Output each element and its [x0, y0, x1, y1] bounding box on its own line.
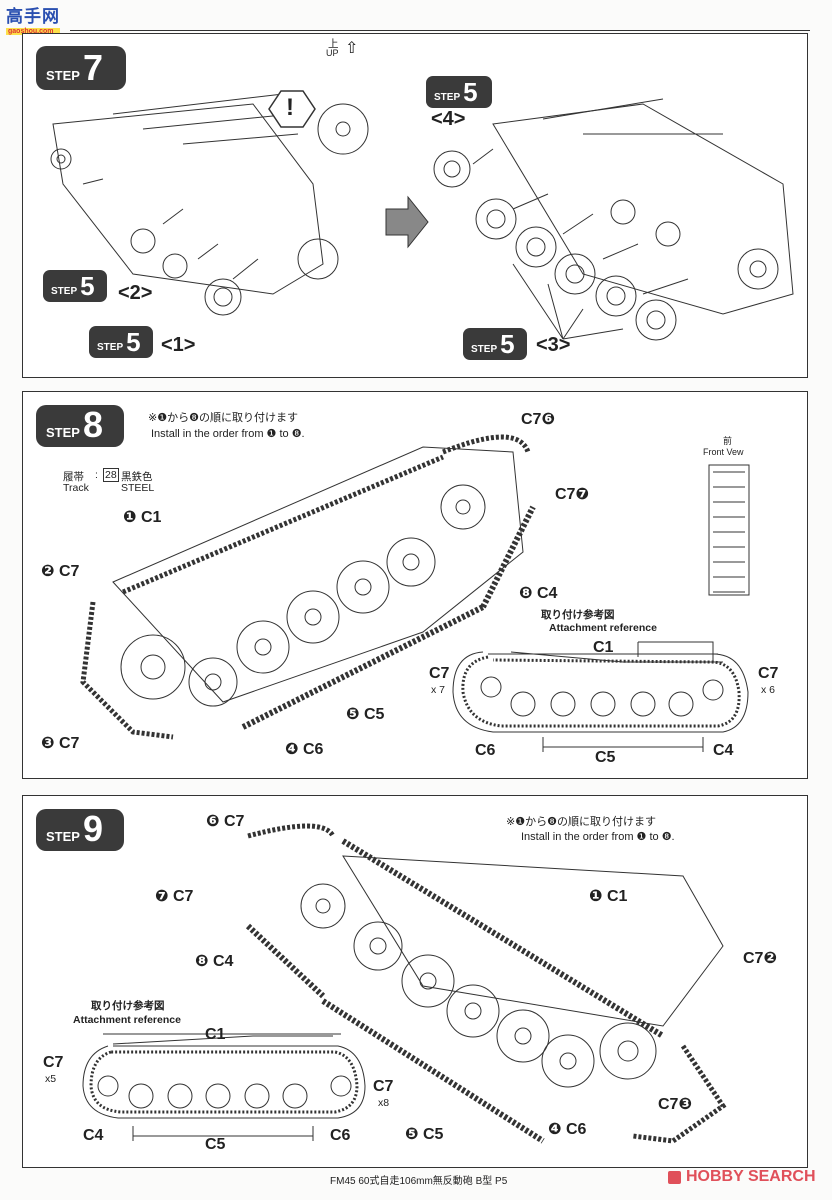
paint-part-en: Track — [63, 482, 89, 494]
callout-c7-6: ❻ C7 — [206, 813, 245, 830]
substep-badge-1: STEP 5 — [89, 326, 153, 358]
step-number: 8 — [82, 404, 103, 445]
step9-badge: STEP 9 — [36, 809, 124, 851]
step9-panel: STEP 9 ※❶から❽の順に取り付けます Install in the ord… — [22, 795, 808, 1168]
ref-c4: C4 — [713, 742, 734, 759]
step-number: 5 — [463, 77, 478, 107]
callout-c4: ❽ C4 — [519, 585, 558, 602]
up-arrow-icon: ⇧ — [345, 40, 359, 57]
ref-c7-left-qty: x 7 — [431, 684, 446, 696]
order-note-en: Install in the order from ❶ to ❽. — [151, 428, 305, 440]
step8-drawing — [80, 434, 750, 752]
logo-text: 高手网 — [6, 7, 60, 26]
ref-c5: C5 — [205, 1136, 226, 1153]
callout-c7-3: ❸ C7 — [41, 735, 80, 752]
hobby-search-logo-icon — [668, 1170, 681, 1184]
part-ref-2: <2> — [118, 282, 153, 304]
step9-drawing — [82, 823, 727, 1144]
step-label: STEP — [51, 286, 78, 297]
callout-c5: ❺ C5 — [405, 1126, 444, 1143]
order-note-jp: ※❶から❽の順に取り付けます — [148, 412, 298, 424]
step-label: STEP — [97, 342, 124, 353]
watermark: HOBBY SEARCH — [668, 1168, 816, 1186]
step-number: 5 — [80, 271, 95, 301]
footer-page-label: FM45 60式自走106mm無反動砲 B型 P5 — [330, 1176, 508, 1187]
ref-c7-right: C7 — [758, 665, 779, 682]
callout-c1: ❶ C1 — [589, 888, 628, 905]
ref-c7-left: C7 — [429, 665, 450, 682]
paint-colon: : — [95, 469, 98, 481]
reference-title-jp: 取り付け参考図 — [541, 609, 615, 621]
step-number: 5 — [500, 329, 515, 359]
front-view-en: Front Vew — [703, 447, 744, 457]
warning-icon: ! — [286, 94, 294, 121]
callout-c7-2: ❷ C7 — [41, 563, 80, 580]
logo-sub: gaoshou.com — [6, 28, 60, 35]
callout-c7-2: C7❷ — [743, 950, 777, 967]
step-label: STEP — [46, 68, 80, 83]
step7-arrow — [385, 195, 429, 249]
step-label: STEP — [434, 92, 461, 103]
callout-c1: ❶ C1 — [123, 509, 162, 526]
ref-c7-right-qty: x8 — [378, 1097, 390, 1109]
ref-c7-right: C7 — [373, 1078, 394, 1095]
callout-c7-6: C7❻ — [521, 411, 555, 428]
watermark-text: HOBBY SEARCH — [686, 1168, 816, 1185]
substep-badge-3: STEP 5 — [463, 328, 527, 360]
callout-c5: ❺ C5 — [346, 706, 385, 723]
ref-c1: C1 — [205, 1026, 226, 1043]
callout-c6: ❹ C6 — [285, 741, 324, 758]
step-label: STEP — [46, 425, 80, 440]
step7-panel: STEP 7 ! 上 UP ⇧ STEP 5 <2> STEP 5 <1> ST… — [22, 33, 808, 378]
ref-c6: C6 — [475, 742, 496, 759]
callout-c7-3: C7❸ — [658, 1096, 692, 1113]
step-label: STEP — [46, 829, 80, 844]
paint-color-en: STEEL — [121, 482, 155, 494]
step7-badge: STEP 7 — [36, 46, 126, 90]
order-note-en: Install in the order from ❶ to ❽. — [521, 831, 675, 843]
step-number: 7 — [82, 47, 103, 88]
ref-c4: C4 — [83, 1127, 104, 1144]
substep-badge-2: STEP 5 — [43, 270, 107, 302]
part-ref-3: <3> — [536, 334, 571, 356]
ref-c5: C5 — [595, 749, 616, 766]
header-rule — [70, 30, 810, 31]
up-label-en: UP — [326, 48, 339, 58]
part-ref-4: <4> — [431, 108, 466, 130]
ref-c1: C1 — [593, 639, 614, 656]
paint-part-jp: 履帯 — [63, 471, 84, 483]
step-number: 9 — [82, 808, 103, 849]
front-view-jp: 前 — [723, 436, 733, 446]
step-number: 5 — [126, 327, 141, 357]
callout-c4: ❽ C4 — [195, 953, 234, 970]
ref-c7-right-qty: x 6 — [761, 684, 776, 696]
step-label: STEP — [471, 344, 498, 355]
reference-title-jp: 取り付け参考図 — [91, 1000, 165, 1012]
ref-c6: C6 — [330, 1127, 351, 1144]
callout-c7-7: C7❼ — [555, 486, 589, 503]
warning-hexagon — [268, 90, 316, 128]
ref-c7-left-qty: x5 — [45, 1073, 57, 1085]
callout-c6: ❹ C6 — [548, 1121, 587, 1138]
paint-color-jp: 黒鉄色 — [121, 471, 153, 483]
reference-title-en: Attachment reference — [73, 1014, 181, 1026]
step8-panel: STEP 8 ※❶から❽の順に取り付けます Install in the ord… — [22, 391, 808, 779]
site-logo: 高手网 gaoshou.com — [6, 2, 60, 35]
paint-code: 28 — [103, 468, 119, 482]
order-note-jp: ※❶から❽の順に取り付けます — [506, 816, 656, 828]
step7-drawing — [50, 90, 794, 341]
part-ref-1: <1> — [161, 334, 196, 356]
ref-c7-left: C7 — [43, 1054, 64, 1071]
callout-c7-7: ❼ C7 — [155, 888, 194, 905]
reference-title-en: Attachment reference — [549, 622, 657, 634]
up-label-jp: 上 — [328, 38, 339, 50]
front-view-track — [708, 464, 750, 596]
substep-badge-4: STEP 5 — [426, 76, 492, 108]
step8-badge: STEP 8 — [36, 405, 124, 447]
